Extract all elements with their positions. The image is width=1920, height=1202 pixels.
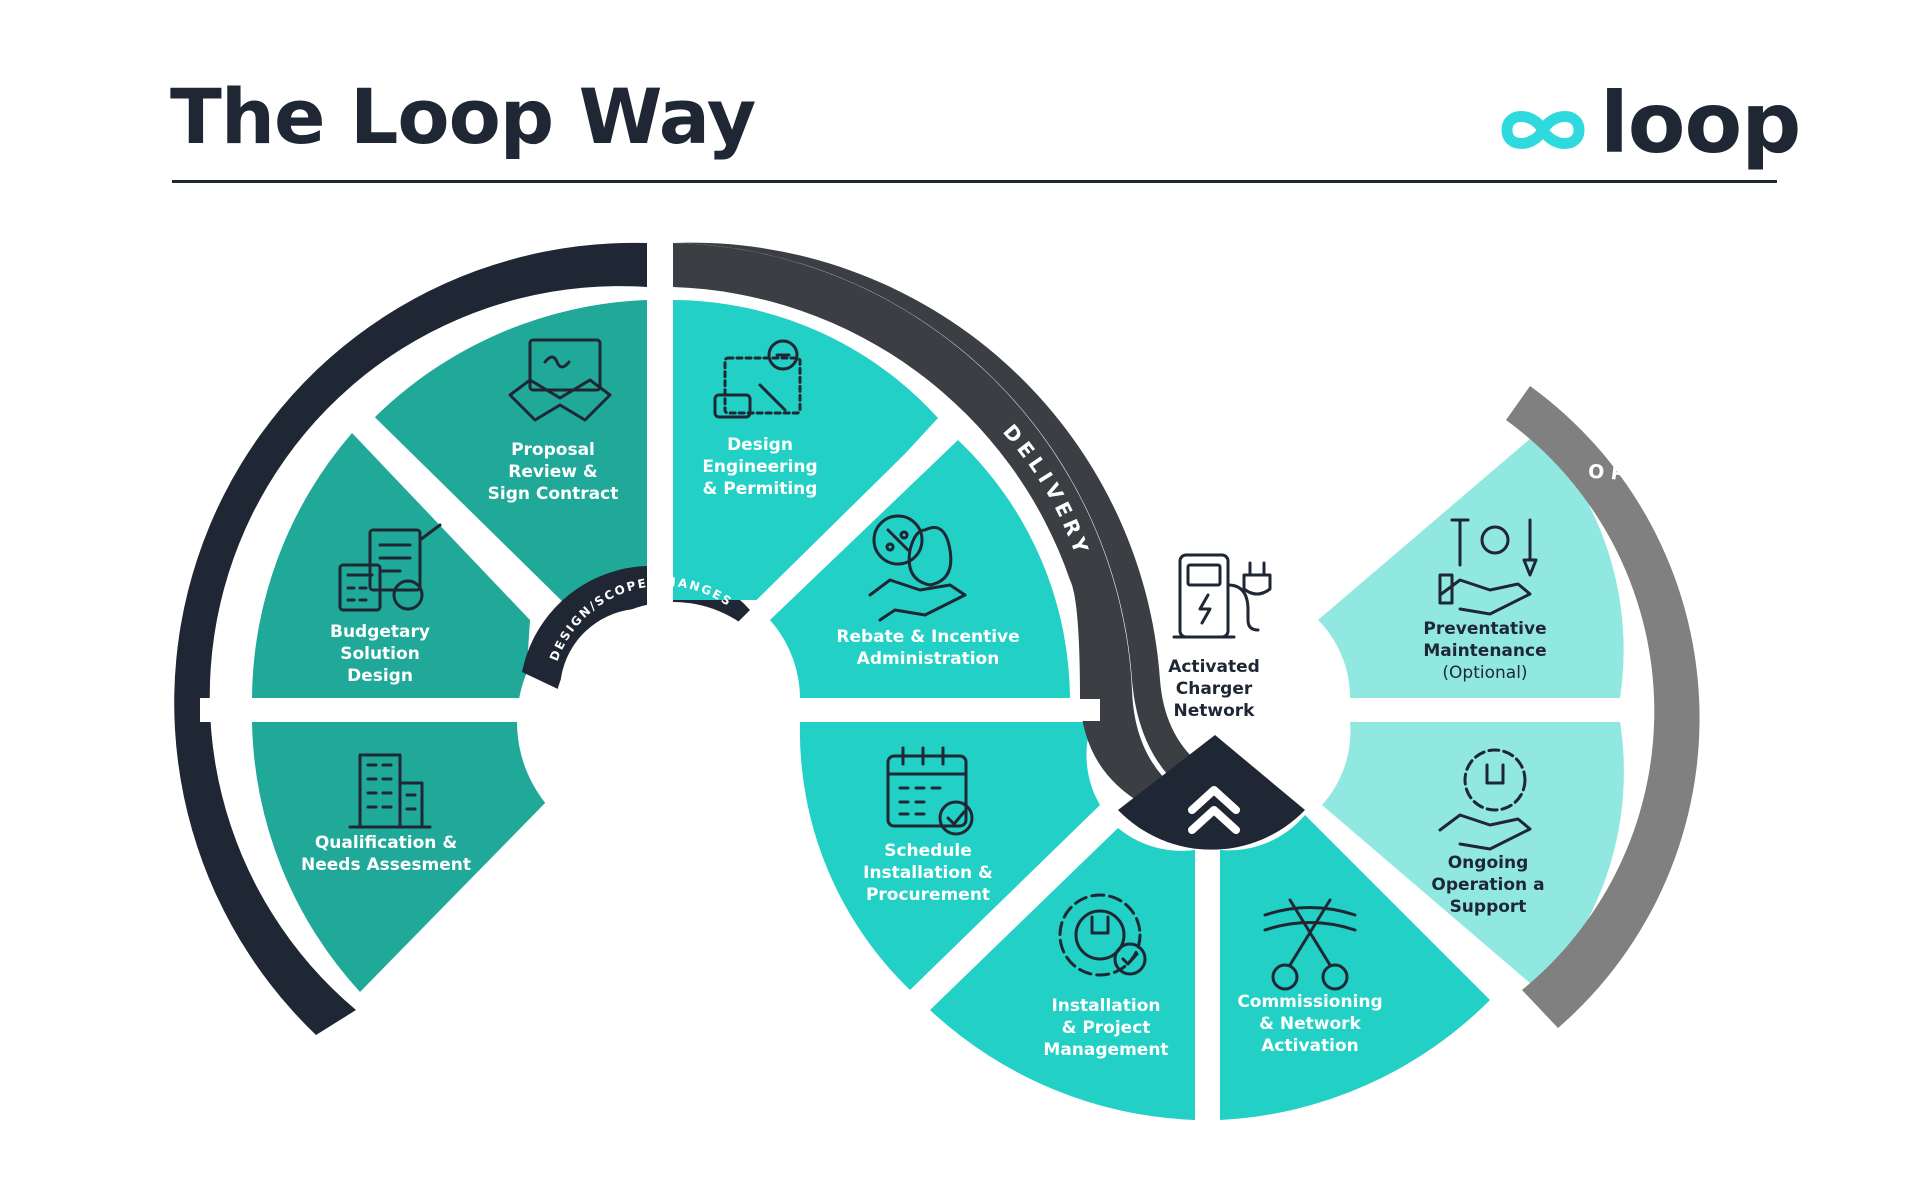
infinity-icon xyxy=(1501,111,1585,149)
buildings-icon xyxy=(348,753,432,829)
header: The Loop Way loop xyxy=(0,0,1920,200)
segment-rebate xyxy=(770,440,1070,698)
segment-preventative xyxy=(1318,432,1624,698)
segment-commissioning xyxy=(1220,815,1490,1120)
calculator-document-icon xyxy=(338,523,442,612)
step-note-preventative: (Optional) xyxy=(1442,663,1527,683)
calendar-check-icon xyxy=(886,746,974,836)
segment-proposal xyxy=(372,300,647,620)
gear-wrench-hand-icon xyxy=(1438,748,1532,851)
segment-installation xyxy=(930,828,1195,1120)
logo: loop xyxy=(1495,74,1801,172)
step-label-qualification: Qualification &Needs Assesment xyxy=(301,833,471,875)
money-bag-hand-icon xyxy=(868,514,967,622)
design-band xyxy=(174,242,647,1035)
segment-budgetary xyxy=(252,433,530,698)
charger-station-icon xyxy=(1172,553,1272,639)
double-chevron-up-icon xyxy=(1188,786,1240,834)
tools-hand-icon xyxy=(1438,518,1538,616)
gear-wrench-check-icon xyxy=(1058,893,1147,977)
segment-design-engineering xyxy=(673,300,938,600)
logo-text: loop xyxy=(1600,74,1801,172)
segment-ongoing xyxy=(1322,722,1624,990)
handshake-contract-icon xyxy=(508,338,612,422)
operations-band xyxy=(1506,386,1700,1028)
page-title: The Loop Way xyxy=(170,72,756,161)
delivery-section xyxy=(553,240,1490,1130)
segment-schedule xyxy=(799,722,1100,990)
ribbon-scissors-icon xyxy=(1263,898,1357,991)
title-divider xyxy=(172,180,1777,183)
blueprint-gear-icon xyxy=(713,339,802,419)
delivery-band xyxy=(673,242,1215,810)
segment-qualification xyxy=(252,722,548,992)
operations-section xyxy=(1318,386,1700,1028)
